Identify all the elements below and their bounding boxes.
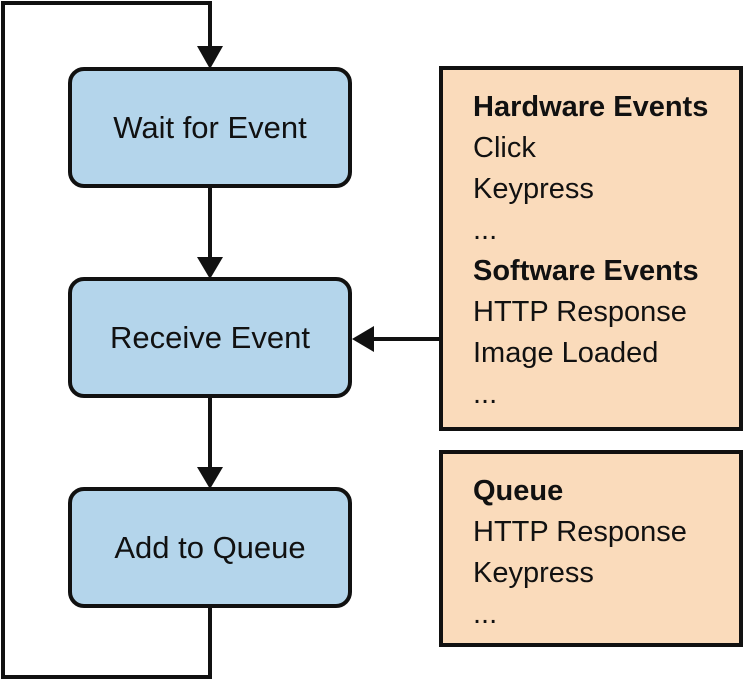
software-events-heading: Software Events [473,255,699,287]
loop-back-connector [1,1,212,679]
queue-item: ... [473,598,497,630]
event-sources-panel: Hardware Events Click Keypress ... Softw… [439,66,743,431]
hardware-event-item: Keypress [473,173,594,205]
queue-box [439,450,743,647]
loop-back-arrowhead [197,46,223,69]
queue-panel: Queue HTTP Response Keypress ... [439,450,743,647]
event-sources-box [439,66,743,431]
software-event-item: ... [473,378,497,410]
step-receive-event: Receive Event [68,277,352,398]
software-event-item: Image Loaded [473,337,658,369]
arrow-events-to-receive-head [352,326,374,352]
step-queue-box [68,487,352,608]
hardware-event-item: ... [473,214,497,246]
step-queue-label: Add to Queue [114,530,305,565]
step-receive-label: Receive Event [110,320,310,355]
queue-heading: Queue [473,475,563,507]
queue-item: Keypress [473,557,594,589]
queue-item: HTTP Response [473,516,687,548]
step-wait-label: Wait for Event [113,110,307,145]
arrow-wait-to-receive-head [197,257,223,279]
arrow-receive-to-queue-head [197,467,223,489]
step-add-to-queue: Add to Queue [68,487,352,608]
hardware-events-heading: Hardware Events [473,91,708,123]
step-wait-for-event: Wait for Event [68,67,352,188]
hardware-event-item: Click [473,132,536,164]
software-event-item: HTTP Response [473,296,687,328]
